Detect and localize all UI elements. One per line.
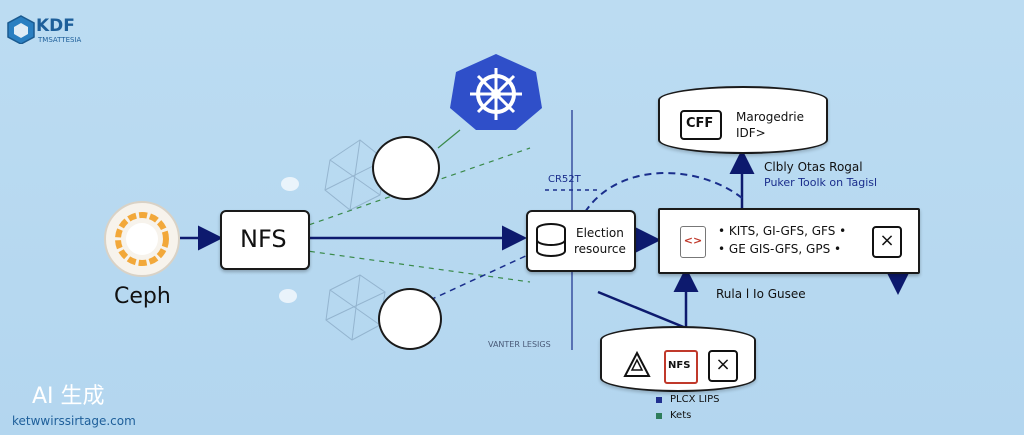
logo-icon (7, 15, 35, 44)
dashed-arc (584, 172, 743, 213)
legend: PLCX LIPS Kets (654, 394, 774, 428)
lattice-shape-bottom (325, 274, 386, 341)
dashed-green-3 (437, 129, 461, 149)
manager-icon-text: CFF (686, 116, 714, 131)
ceph-label: Ceph (114, 284, 171, 309)
crossing-label: CR52T (548, 174, 581, 185)
manager-icon: CFF (680, 110, 722, 140)
line-election-bottom (597, 290, 687, 330)
nfs-label: NFS (240, 225, 287, 253)
storage-node[interactable]: NFS × (600, 326, 756, 392)
gfs-list-node[interactable]: <> • KITS, GI-GFS, GFS • • GE GIS-GFS, G… (658, 208, 920, 274)
legend-label-plcx: PLCX LIPS (670, 394, 720, 405)
vanter-label: VANTER LESIGS (488, 340, 551, 349)
logo-subtitle: TMSATTESIA (38, 36, 82, 44)
list-row2: • GE GIS-GFS, GPS • (718, 242, 842, 256)
cluster-line2: Puker Toolk on Tagisl (764, 176, 878, 189)
recycle-icon (623, 350, 651, 377)
legend-swatch-plcx (656, 397, 662, 403)
manager-line1: Marogedrie (736, 110, 804, 124)
lattice-shape-top (324, 139, 386, 211)
bubble-top (372, 136, 440, 200)
code-icon: <> (680, 226, 706, 258)
kubernetes-icon (450, 54, 542, 130)
manager-line2: IDF> (736, 126, 766, 140)
bubble-bottom (378, 288, 442, 350)
nfs-node[interactable]: NFS (220, 210, 310, 270)
close-icon-bottom[interactable]: × (708, 350, 738, 382)
manager-node[interactable]: CFF Marogedrie IDF> (658, 86, 828, 154)
footer-url[interactable]: ketwwirssirtage.com (12, 414, 136, 428)
dashed-blue-1 (429, 253, 531, 301)
legend-swatch-kets (656, 413, 662, 419)
database-icon (536, 223, 566, 257)
ceph-node[interactable] (103, 200, 181, 278)
legend-label-kets: Kets (670, 410, 692, 421)
close-icon[interactable]: × (872, 226, 902, 258)
nfs-mini-text: NFS (668, 360, 691, 371)
dashed-green-2 (299, 249, 531, 283)
list-row1: • KITS, GI-GFS, GFS • (718, 224, 847, 238)
logo-title: KDF (36, 16, 75, 36)
election-resource-node[interactable]: Election resource (526, 210, 636, 272)
faint-cloud-1 (281, 177, 299, 191)
faint-cloud-2 (279, 289, 297, 303)
cluster-line1: Clbly Otas Rogal (764, 160, 863, 174)
legend-item-kets: Kets (654, 410, 774, 424)
ai-mark: AI 生成 (32, 384, 105, 409)
brand-logo: KDF TMSATTESIA (6, 14, 106, 54)
election-line1: Election (576, 226, 624, 240)
rule-label: Rula l Io Gusee (716, 287, 806, 301)
election-line2: resource (574, 242, 626, 256)
ceph-icon (104, 201, 180, 277)
nfs-mini-icon: NFS (664, 350, 698, 384)
legend-item-plcx: PLCX LIPS (654, 394, 774, 408)
